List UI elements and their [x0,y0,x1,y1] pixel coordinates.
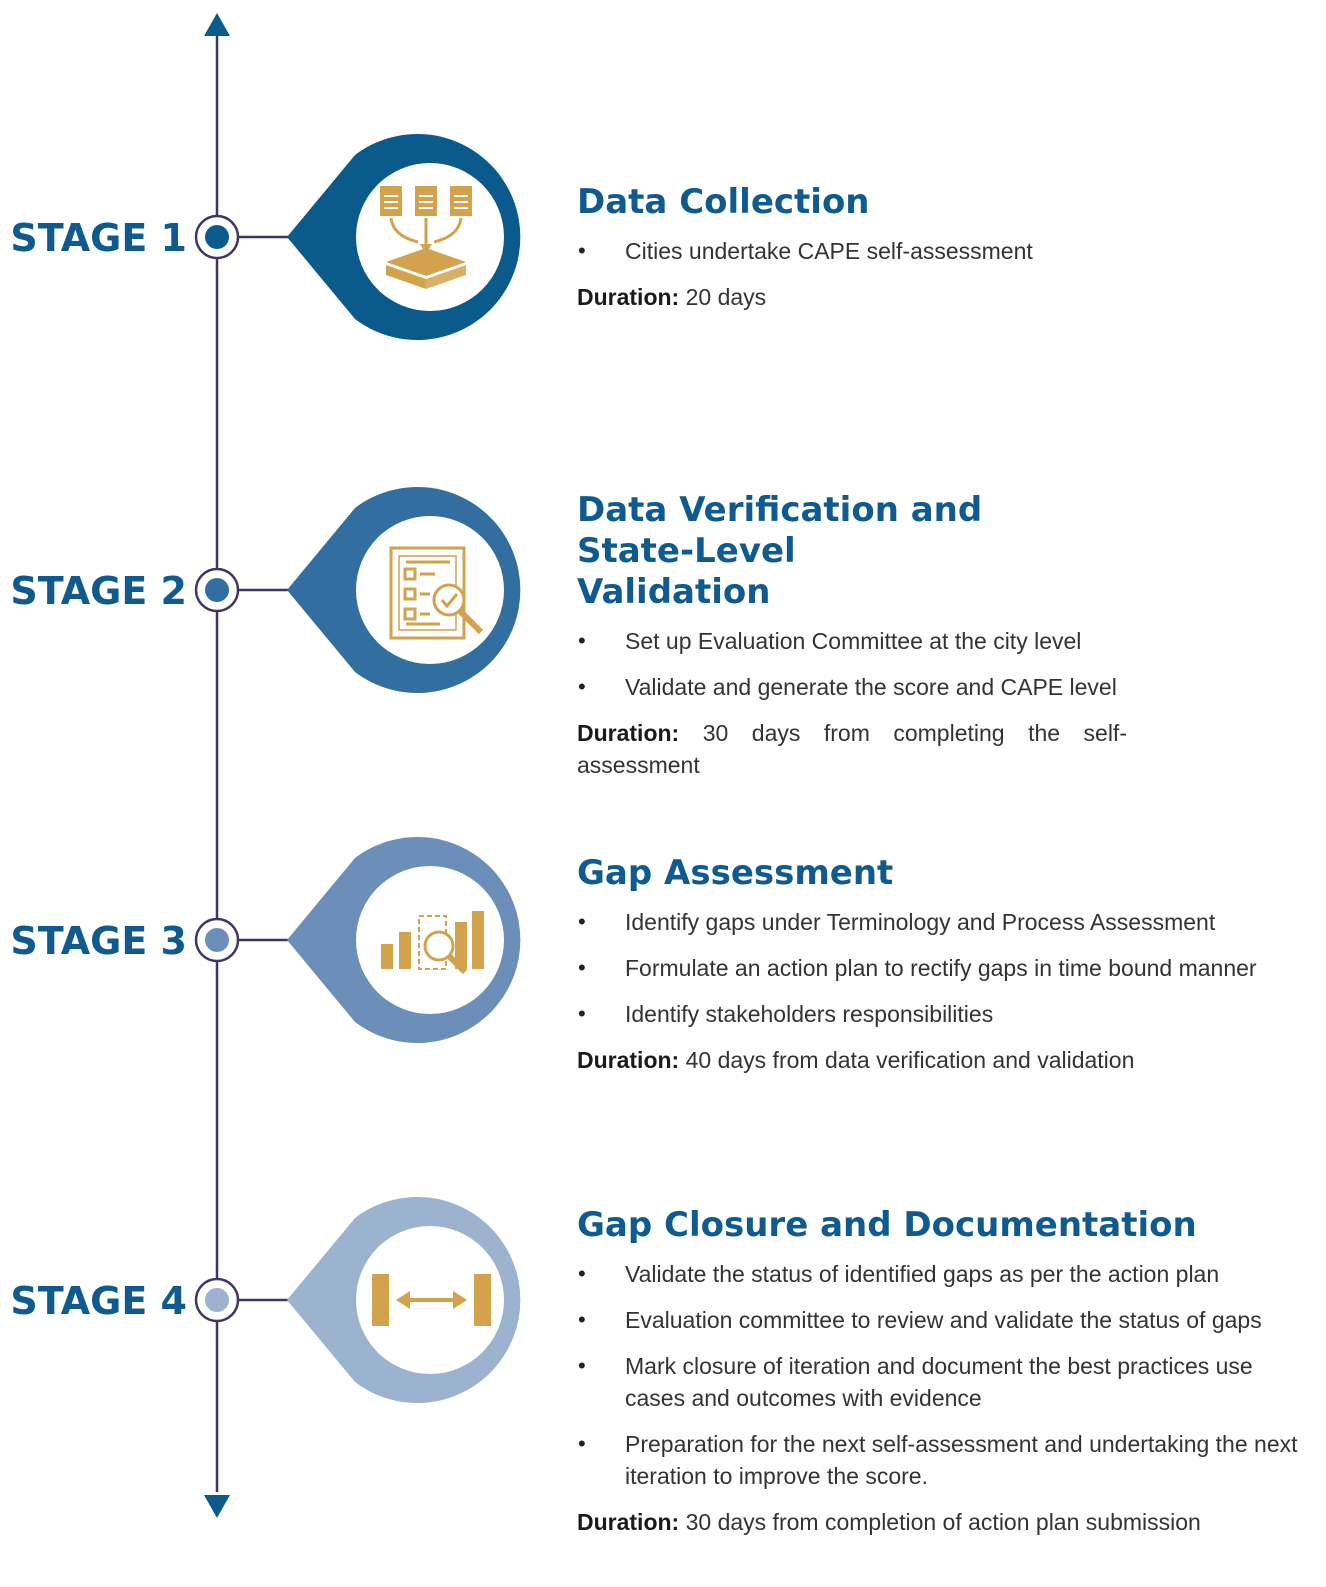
stage-3-label: STAGE 3 [10,919,187,963]
duration-label: Duration: [577,1509,680,1535]
duration-label: Duration: [577,1047,680,1073]
data-collection-icon [380,186,472,289]
list-item: Identify stakeholders responsibilities [577,998,1292,1030]
stage-4-duration: Duration: 30 days from completion of act… [577,1506,1317,1538]
list-item: Preparation for the next self-assessment… [577,1428,1317,1492]
stage-3-title: Gap Assessment [577,853,894,893]
stage-3-content: Gap Assessment Identify gaps under Termi… [577,853,1317,1076]
stage-4-title: Gap Closure and Documentation [577,1205,1197,1245]
stage-3-bullets: Identify gaps under Terminology and Proc… [577,906,1292,1030]
stage-1-bullets: Cities undertake CAPE self-assessment [577,235,1317,267]
list-item: Evaluation committee to review and valid… [577,1304,1317,1336]
stage-3-marker [194,836,521,1043]
list-item: Mark closure of iteration and document t… [577,1350,1317,1414]
stage-2-duration: Duration: 30 days from completing the se… [577,717,1127,781]
list-item: Validate the status of identified gaps a… [577,1258,1317,1290]
list-item: Identify gaps under Terminology and Proc… [577,906,1292,938]
stage-1-label: STAGE 1 [10,216,187,260]
list-item: Cities undertake CAPE self-assessment [577,235,1317,267]
stage-3-duration: Duration: 40 days from data verification… [577,1044,1317,1076]
duration-value: 30 days from completing the self-assessm… [577,720,1127,778]
duration-value: 40 days from data verification and valid… [679,1047,1135,1073]
stage-2-title: Data Verification and State-Level Valida… [577,490,983,612]
bar-chart-magnifier-icon [381,911,484,975]
stage-1-duration: Duration: 20 days [577,281,1317,313]
list-item: Formulate an action plan to rectify gaps… [577,952,1292,984]
list-item: Validate and generate the score and CAPE… [577,671,1122,703]
list-item: Set up Evaluation Committee at the city … [577,625,1122,657]
duration-value: 30 days from completion of action plan s… [679,1509,1201,1535]
stage-4-marker [194,1197,521,1404]
checklist-magnifier-icon [389,546,484,640]
stage-4-bullets: Validate the status of identified gaps a… [577,1258,1317,1492]
duration-value: 20 days [679,284,767,310]
stage-4-label: STAGE 4 [10,1279,187,1323]
stage-2-bullets: Set up Evaluation Committee at the city … [577,625,1122,703]
duration-label: Duration: [577,720,680,746]
stage-1-content: Data Collection Cities undertake CAPE se… [577,182,1317,313]
stage-4-content: Gap Closure and Documentation Validate t… [577,1205,1317,1538]
stage-2-marker [194,487,521,693]
duration-label: Duration: [577,284,680,310]
stage-2-label: STAGE 2 [10,569,187,613]
stage-1-title: Data Collection [577,182,870,222]
gap-closure-arrows-icon [372,1274,491,1326]
axis-arrow-up-icon [204,13,230,36]
stage-2-content: Data Verification and State-Level Valida… [577,490,1137,781]
stage-1-marker [194,134,521,341]
axis-arrow-down-icon [204,1495,230,1518]
